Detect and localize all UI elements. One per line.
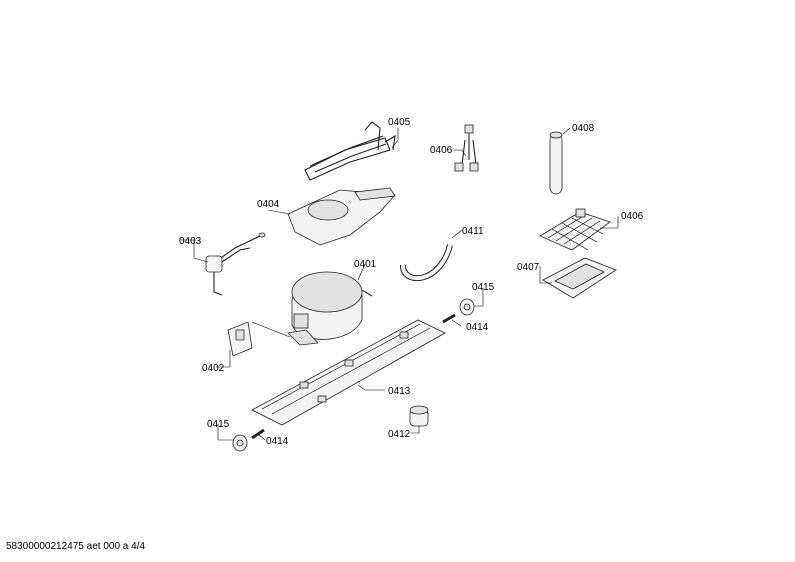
part-0405-condenser-coil[interactable] [304, 121, 396, 181]
part-0406-grid-tray[interactable] [539, 208, 611, 251]
label-0412: 0412 [388, 429, 411, 440]
label-0401: 0401 [354, 259, 377, 270]
label-0402: 0402 [202, 363, 225, 374]
label-0414-left: 0414 [266, 436, 289, 447]
part-0415-grommet-left[interactable] [232, 434, 248, 452]
part-0408-tube[interactable] [549, 131, 563, 195]
label-0407: 0407 [517, 262, 540, 273]
callout-labels: 0405 0406 0408 0404 0406 0403 0411 0401 … [179, 117, 644, 447]
part-0406-wire-harness[interactable] [454, 124, 479, 172]
part-0407-tray[interactable] [542, 257, 617, 299]
label-0414-right: 0414 [466, 322, 489, 333]
label-0403: 0403 [179, 236, 202, 247]
label-0404: 0404 [257, 199, 280, 210]
part-0401-compressor[interactable] [287, 271, 373, 346]
part-0414-pin-right[interactable] [442, 313, 456, 324]
part-0413-base-plate[interactable] [251, 319, 446, 426]
part-0402-relay[interactable] [227, 321, 253, 357]
part-0404-drip-tray[interactable] [287, 187, 396, 246]
label-0411: 0411 [462, 226, 484, 237]
part-0411-hose[interactable] [400, 244, 453, 282]
part-0403-capacitor[interactable] [205, 232, 266, 296]
part-0412-cap[interactable] [409, 405, 429, 427]
document-footer: 58300000212475 aet 000 a 4/4 [6, 541, 146, 552]
label-0406-harness: 0406 [430, 145, 453, 156]
label-0408: 0408 [572, 123, 595, 134]
label-0406-grid: 0406 [621, 211, 644, 222]
label-0405: 0405 [388, 117, 411, 128]
part-0415-grommet-right[interactable] [459, 298, 475, 316]
leader-lines [180, 127, 619, 441]
label-0413: 0413 [388, 386, 411, 397]
label-0415-right: 0415 [472, 282, 495, 293]
label-0415-left: 0415 [207, 419, 230, 430]
